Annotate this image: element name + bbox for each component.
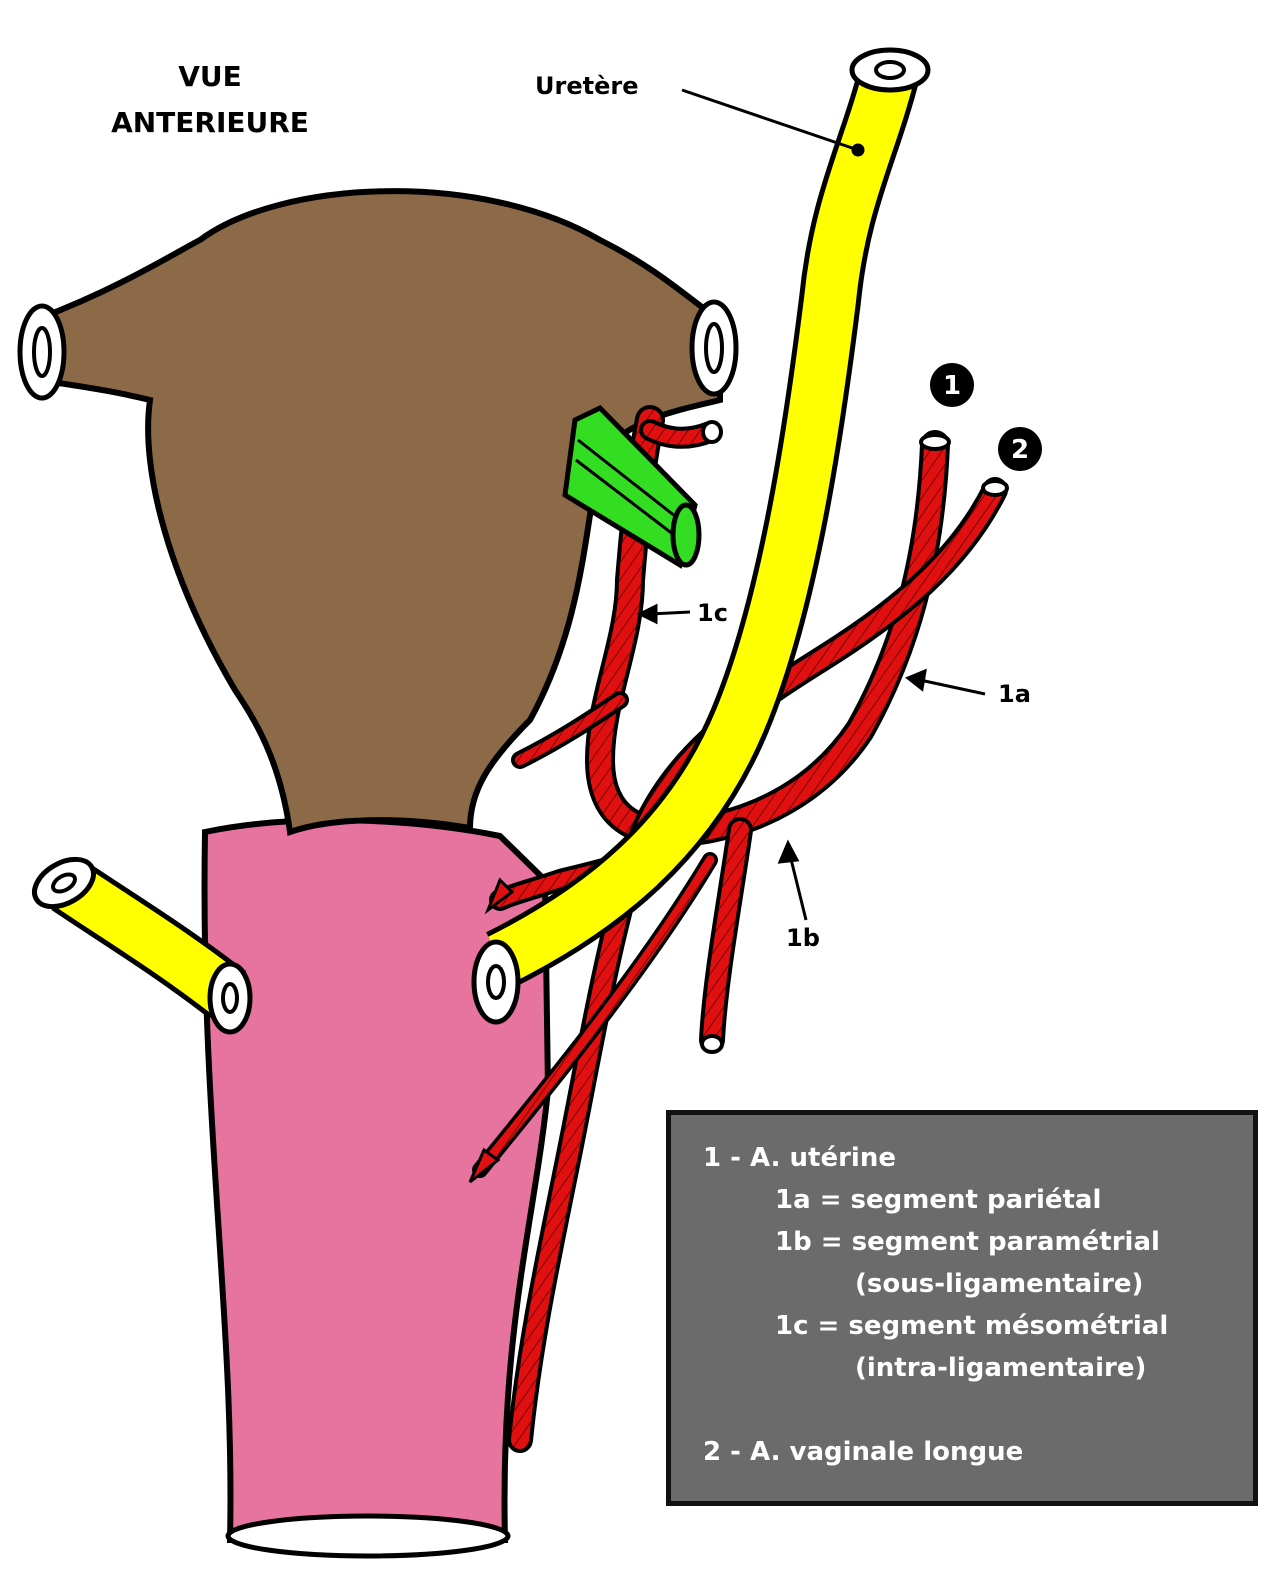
label-1c: 1c [697, 599, 728, 627]
badge-2-text: 2 [1011, 435, 1029, 465]
title-line-1: VUE [178, 60, 242, 93]
pointer-ureter-dot [853, 145, 863, 155]
legend-item-1: 1 - A. utérine [703, 1137, 1253, 1179]
pointer-1b-head [780, 843, 797, 862]
vagina-opening [228, 1516, 508, 1556]
pointer-ureter [682, 90, 858, 150]
title-line-2: ANTERIEURE [111, 106, 309, 139]
badge-1-text: 1 [943, 371, 961, 401]
legend-gap [703, 1389, 1253, 1431]
artery-1-stump [921, 435, 949, 449]
legend-item-1b-sub: (sous-ligamentaire) [703, 1263, 1253, 1305]
legend-item-1a: 1a = segment pariétal [703, 1179, 1253, 1221]
legend-item-1c-sub: (intra-ligamentaire) [703, 1347, 1253, 1389]
ureter-label: Uretère [535, 72, 638, 100]
pointer-1a-head [908, 671, 925, 689]
artery-upper-stump [703, 422, 721, 442]
pointer-1a [920, 680, 985, 694]
badge-1: 1 [930, 363, 974, 407]
label-1b: 1b [786, 924, 820, 952]
legend-item-1c: 1c = segment mésométrial [703, 1305, 1253, 1347]
label-1a: 1a [998, 680, 1031, 708]
legend-box: 1 - A. utérine 1a = segment pariétal 1b … [666, 1110, 1258, 1506]
pointer-1b [790, 855, 806, 920]
left-tube-stump [20, 306, 64, 398]
artery-descending-stump [702, 1036, 722, 1052]
artery-2-stump [983, 481, 1007, 495]
legend-item-1b: 1b = segment paramétrial [703, 1221, 1253, 1263]
badge-2: 2 [998, 427, 1042, 471]
legend-item-2: 2 - A. vaginale longue [703, 1431, 1253, 1473]
right-tube-stump [692, 302, 736, 394]
